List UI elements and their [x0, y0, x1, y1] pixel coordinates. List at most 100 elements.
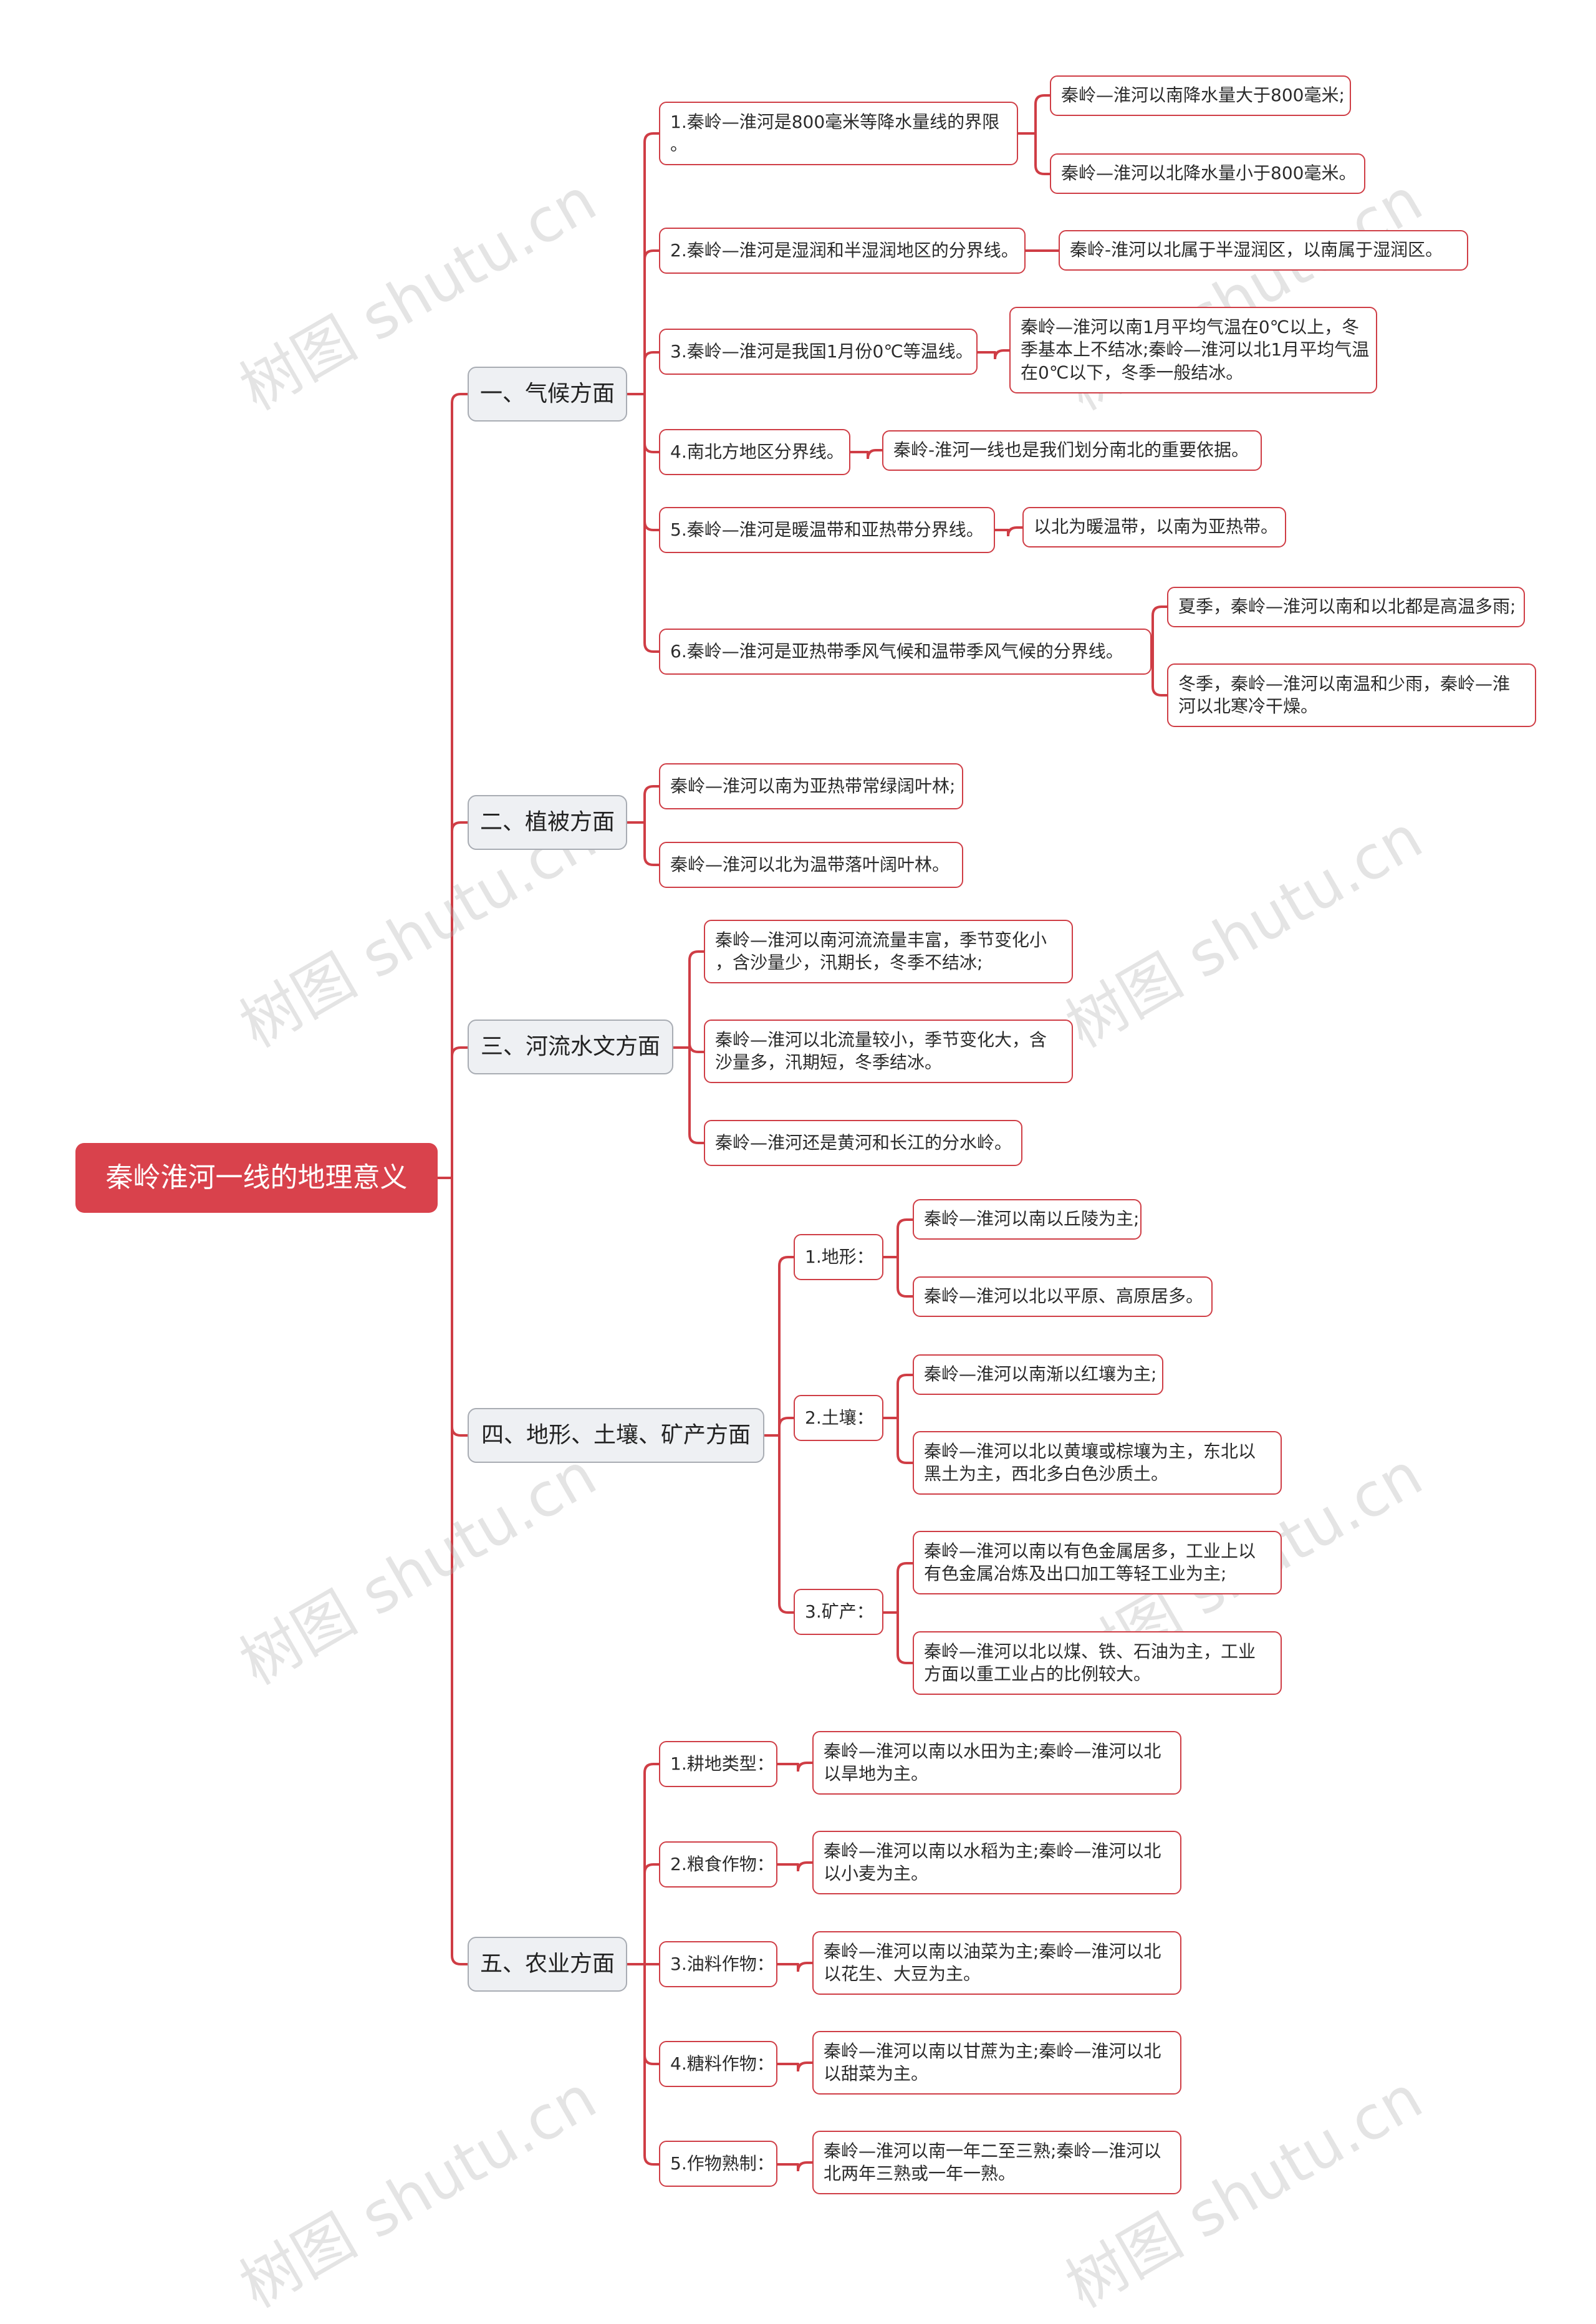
topic-node-text: 1.耕地类型： [670, 1753, 774, 1774]
detail-node-text: 夏季，秦岭—淮河以南和以北都是高温多雨; [1178, 596, 1516, 617]
detail-node-text: 秦岭—淮河以南降水量大于800毫米; [1061, 85, 1345, 106]
topic-node[interactable]: 5.秦岭—淮河是暖温带和亚热带分界线。 [659, 507, 995, 553]
topic-node-text: 4.糖料作物： [670, 2053, 774, 2074]
topic-node[interactable]: 秦岭—淮河以北流量较小，季节变化大，含 沙量多，汛期短，冬季结冰。 [704, 1020, 1073, 1083]
topic-connector-branch [897, 1562, 914, 1614]
detail-node[interactable]: 秦岭—淮河以南以丘陵为主; [913, 1199, 1142, 1240]
topic-connector-branch [897, 1218, 914, 1258]
topic-connector-branch [1151, 605, 1168, 653]
detail-node-text: 秦岭—淮河以南以甘蔗为主;秦岭—淮河以北 以甜菜为主。 [824, 2040, 1161, 2084]
topic-node[interactable]: 秦岭—淮河以北为温带落叶阔叶林。 [659, 842, 963, 888]
topic-node[interactable]: 4.南北方地区分界线。 [659, 429, 850, 475]
detail-node-text: 秦岭—淮河以北以平原、高原居多。 [924, 1286, 1204, 1307]
detail-node[interactable]: 秦岭—淮河以南以甘蔗为主;秦岭—淮河以北 以甜菜为主。 [812, 2031, 1181, 2095]
detail-node-text: 冬季，秦岭—淮河以南温和少雨，秦岭—淮 河以北寒冷干燥。 [1178, 673, 1511, 716]
detail-node[interactable]: 秦岭—淮河以北以平原、高原居多。 [913, 1276, 1213, 1317]
topic-connector-branch [1151, 650, 1168, 697]
category-node-text: 五、农业方面 [479, 1950, 615, 1977]
topic-node-text: 秦岭—淮河以南为亚热带常绿阔叶林; [670, 775, 956, 796]
topic-node[interactable]: 1.秦岭—淮河是800毫米等降水量线的界限 。 [659, 102, 1018, 165]
topic-connector-branch [897, 1374, 914, 1419]
connector-lines [436, 94, 1168, 2172]
topic-node[interactable]: 5.作物熟制： [659, 2141, 777, 2187]
topic-node[interactable]: 2.土壤： [794, 1395, 883, 1441]
topic-node[interactable]: 3.矿产： [794, 1589, 883, 1635]
topic-node-text: 4.南北方地区分界线。 [670, 441, 844, 462]
root-connector-branch [451, 1177, 469, 1437]
detail-node[interactable]: 秦岭—淮河以南以有色金属居多，工业上以 有色金属冶炼及出口加工等轻工业为主; [913, 1531, 1282, 1594]
topic-node-text: 秦岭—淮河还是黄河和长江的分水岭。 [715, 1132, 1012, 1153]
topic-node-text: 6.秦岭—淮河是亚热带季风气候和温带季风气候的分界线。 [670, 640, 1123, 662]
topic-node[interactable]: 秦岭—淮河以南为亚热带常绿阔叶林; [659, 763, 963, 809]
topic-connector-branch [1034, 132, 1051, 175]
topic-node-text: 3.油料作物： [670, 1953, 774, 1974]
category-connector-branch [643, 1863, 660, 1965]
detail-node[interactable]: 秦岭—淮河以南以水稻为主;秦岭—淮河以北 以小麦为主。 [812, 1831, 1181, 1894]
topic-node[interactable]: 秦岭—淮河以南河流流量丰富，季节变化小 ，含沙量少，汛期长，冬季不结冰; [704, 920, 1073, 983]
detail-node[interactable]: 秦岭—淮河以南1月平均气温在0℃以上，冬 季基本上不结冰;秦岭—淮河以北1月平均… [1009, 307, 1377, 393]
category-node[interactable]: 四、地形、土壤、矿产方面 [468, 1408, 764, 1463]
category-connector-branch [643, 393, 660, 531]
detail-node[interactable]: 秦岭—淮河以北以黄壤或棕壤为主，东北以 黑土为主，西北多白色沙质土。 [913, 1431, 1282, 1495]
category-connector-branch [688, 1043, 705, 1053]
detail-node[interactable]: 秦岭—淮河以南渐以红壤为主; [913, 1354, 1163, 1395]
topic-node[interactable]: 6.秦岭—淮河是亚热带季风气候和温带季风气候的分界线。 [659, 629, 1151, 675]
topic-node[interactable]: 4.糖料作物： [659, 2041, 777, 2087]
topic-connector-branch [897, 1417, 914, 1464]
category-node[interactable]: 三、河流水文方面 [468, 1020, 673, 1074]
detail-node[interactable]: 夏季，秦岭—淮河以南和以北都是高温多雨; [1167, 587, 1525, 627]
detail-node-text: 秦岭—淮河以南1月平均气温在0℃以上，冬 季基本上不结冰;秦岭—淮河以北1月平均… [1021, 316, 1370, 383]
category-connector-branch [643, 351, 660, 395]
detail-node-text: 秦岭—淮河以南以水田为主;秦岭—淮河以北 以旱地为主。 [824, 1740, 1161, 1784]
topic-connector-branch [897, 1611, 914, 1664]
category-connector-branch [778, 1417, 795, 1437]
topic-node[interactable]: 3.秦岭—淮河是我国1月份0℃等温线。 [659, 329, 978, 375]
detail-node[interactable]: 秦岭—淮河以南以油菜为主;秦岭—淮河以北 以花生、大豆为主。 [812, 1931, 1181, 1995]
category-node-text: 四、地形、土壤、矿产方面 [481, 1422, 751, 1448]
category-connector-branch [643, 1963, 660, 2065]
detail-node-text: 秦岭—淮河以北以黄壤或棕壤为主，东北以 黑土为主，西北多白色沙质土。 [924, 1440, 1256, 1484]
detail-node-text: 秦岭—淮河以南渐以红壤为主; [924, 1364, 1157, 1385]
category-node[interactable]: 一、气候方面 [468, 367, 627, 422]
detail-node[interactable]: 秦岭—淮河以北以煤、铁、石油为主，工业 方面以重工业占的比例较大。 [913, 1631, 1282, 1695]
detail-node[interactable]: 秦岭-淮河以北属于半湿润区，以南属于湿润区。 [1059, 230, 1468, 271]
topic-node-text: 5.秦岭—淮河是暖温带和亚热带分界线。 [670, 519, 984, 540]
detail-node-text: 秦岭—淮河以南以有色金属居多，工业上以 有色金属冶炼及出口加工等轻工业为主; [924, 1540, 1256, 1584]
topic-connector-branch [797, 2161, 814, 2172]
category-connector-branch [643, 1963, 660, 2166]
topic-connector-branch [797, 1861, 814, 1872]
category-connector-branch [643, 821, 660, 866]
topic-connector-branch [797, 2061, 814, 2072]
category-node[interactable]: 二、植被方面 [468, 795, 627, 850]
detail-node[interactable]: 秦岭—淮河以南以水田为主;秦岭—淮河以北 以旱地为主。 [812, 1731, 1181, 1795]
detail-node[interactable]: 以北为暖温带，以南为亚热带。 [1022, 507, 1286, 547]
topic-node[interactable]: 秦岭—淮河还是黄河和长江的分水岭。 [704, 1120, 1022, 1166]
detail-node-text: 秦岭—淮河以南以水稻为主;秦岭—淮河以北 以小麦为主。 [824, 1840, 1161, 1884]
detail-node[interactable]: 冬季，秦岭—淮河以南温和少雨，秦岭—淮 河以北寒冷干燥。 [1167, 663, 1536, 727]
topic-node[interactable]: 2.秦岭—淮河是湿润和半湿润地区的分界线。 [659, 228, 1026, 274]
detail-node[interactable]: 秦岭—淮河以南一年二至三熟;秦岭—淮河以 北两年三熟或一年一熟。 [812, 2131, 1181, 2194]
root-topic-text: 秦岭淮河一线的地理意义 [105, 1162, 408, 1194]
topic-connector-branch [897, 1256, 914, 1298]
topic-node-text: 2.秦岭—淮河是湿润和半湿润地区的分界线。 [670, 239, 1019, 261]
topic-node-text: 秦岭—淮河以南河流流量丰富，季节变化小 ，含沙量少，汛期长，冬季不结冰; [715, 929, 1047, 973]
category-node[interactable]: 五、农业方面 [468, 1937, 627, 1992]
detail-node[interactable]: 秦岭—淮河以南降水量大于800毫米; [1050, 75, 1351, 116]
topic-node[interactable]: 2.粮食作物： [659, 1841, 777, 1888]
detail-node-text: 以北为暖温带，以南为亚热带。 [1034, 516, 1279, 538]
detail-node-text: 秦岭—淮河以南一年二至三熟;秦岭—淮河以 北两年三熟或一年一熟。 [824, 2140, 1161, 2184]
topic-node-text: 1.秦岭—淮河是800毫米等降水量线的界限 。 [670, 111, 1000, 155]
detail-node[interactable]: 秦岭-淮河一线也是我们划分南北的重要依据。 [882, 430, 1262, 471]
detail-node-text: 秦岭—淮河以南以丘陵为主; [924, 1208, 1140, 1230]
topic-node[interactable]: 1.耕地类型： [659, 1741, 777, 1787]
topic-node-text: 2.粮食作物： [670, 1853, 774, 1874]
topic-node-text: 2.土壤： [805, 1407, 874, 1428]
category-connector-branch [688, 950, 705, 1049]
detail-node-text: 秦岭—淮河以北降水量小于800毫米。 [1061, 163, 1357, 184]
topic-connector-branch [867, 449, 883, 460]
detail-node[interactable]: 秦岭—淮河以北降水量小于800毫米。 [1050, 153, 1365, 194]
topic-node-text: 1.地形： [805, 1246, 874, 1267]
category-connector-branch [643, 249, 660, 395]
topic-node[interactable]: 1.地形： [794, 1234, 883, 1280]
topic-node[interactable]: 3.油料作物： [659, 1941, 777, 1987]
